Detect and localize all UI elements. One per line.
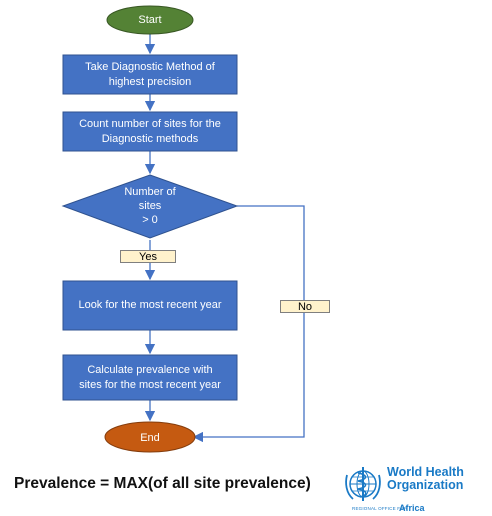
decision-line2: sites: [138, 200, 162, 212]
process-count-sites: [62, 111, 238, 152]
who-emblem-icon: [345, 467, 381, 501]
decision-line3: > 0: [142, 214, 158, 226]
step4-line1: Calculate prevalence with: [87, 363, 213, 376]
who-name-line1: World Health: [387, 465, 464, 479]
end-label: End: [140, 431, 160, 444]
step4-text: Calculate prevalence with sites for the …: [63, 355, 237, 400]
who-name-line2: Organization: [387, 478, 464, 492]
step2-text: Count number of sites for the Diagnostic…: [63, 112, 237, 151]
step4-line2: sites for the most recent year: [79, 378, 221, 391]
prevalence-formula: Prevalence = MAX(of all site prevalence): [14, 475, 311, 492]
step2-line2: Diagnostic methods: [101, 132, 199, 145]
who-regional-small: REGIONAL OFFICE FOR: [352, 506, 408, 511]
connector-no-branch: [192, 205, 305, 443]
step1-line1: Take Diagnostic Method of: [85, 60, 215, 73]
decision-diamond: [61, 174, 239, 239]
step1-line2: highest precision: [108, 75, 192, 88]
start-terminator: [106, 5, 194, 35]
end-terminator: [104, 421, 196, 453]
process-recent-year: [62, 280, 238, 331]
decision-text: Number of sites > 0: [100, 182, 200, 230]
who-region: Africa: [399, 503, 425, 513]
step3-text: Look for the most recent year: [78, 299, 222, 311]
start-label: Start: [138, 13, 162, 26]
process-calc-prevalence: [62, 354, 238, 401]
yes-label: Yes: [120, 250, 176, 263]
step1-text: Take Diagnostic Method of highest precis…: [63, 55, 237, 94]
step2-line1: Count number of sites for the: [79, 117, 221, 130]
no-label: No: [280, 300, 330, 313]
who-name: World Health Organization: [387, 466, 464, 492]
process-take-method: [62, 54, 238, 95]
decision-line1: Number of: [124, 186, 176, 198]
